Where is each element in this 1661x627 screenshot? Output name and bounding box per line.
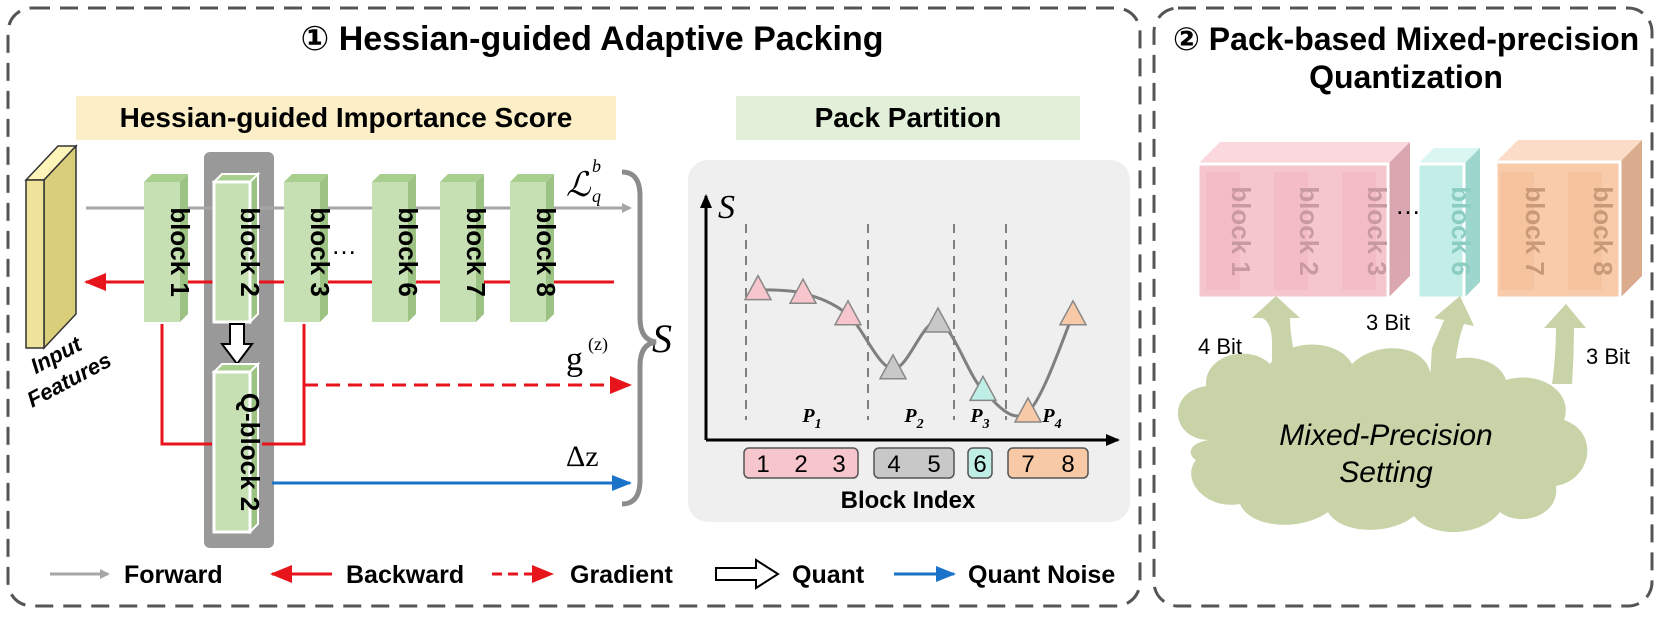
index-box xyxy=(743,447,859,479)
bit-label-1: 4 Bit xyxy=(1198,334,1242,359)
panel1-title: ① Hessian-guided Adaptive Packing xyxy=(301,20,884,58)
grad-label: g (z) xyxy=(566,334,608,378)
quant-block-2: block 2 xyxy=(1274,172,1324,290)
index-label: 7 xyxy=(1021,451,1034,478)
noise-label: Δz xyxy=(566,440,599,473)
score-point xyxy=(1013,396,1043,423)
score-point xyxy=(788,277,818,304)
index-label: 6 xyxy=(973,451,986,478)
legend-item: Quant xyxy=(715,558,865,590)
quant-block-label: block 2 xyxy=(1294,186,1324,276)
legend-item: Gradient xyxy=(492,561,673,589)
block-label: block 7 xyxy=(461,207,491,297)
block-label: block 6 xyxy=(393,207,423,297)
importance-header-bg xyxy=(76,96,616,140)
index-label: 1 xyxy=(756,451,769,478)
svg-text:(z): (z) xyxy=(588,334,608,355)
index-box xyxy=(873,447,955,479)
block-label: block 2 xyxy=(235,207,265,297)
svg-text:b: b xyxy=(592,156,601,176)
index-label: 5 xyxy=(927,451,940,478)
brace xyxy=(621,169,657,507)
panel2-border xyxy=(1152,6,1654,608)
quant-block-6: block 8 xyxy=(1568,172,1618,290)
legend-label: Forward xyxy=(124,561,223,589)
bit-label-2: 3 Bit xyxy=(1366,310,1410,335)
quant-block-4: block 6 xyxy=(1446,186,1476,276)
block1-backward-path xyxy=(160,324,212,446)
index-label: 3 xyxy=(832,451,845,478)
quant-block-label: block 1 xyxy=(1226,186,1256,276)
block-label: block 3 xyxy=(305,207,335,297)
index-box xyxy=(967,447,993,479)
block-label: block 1 xyxy=(165,207,195,297)
cloud-label-line2: Setting xyxy=(1339,456,1433,489)
panel2-title-line1: ② Pack-based Mixed-precision xyxy=(1173,21,1639,57)
block-4: block 6 xyxy=(372,174,423,322)
bit-label-3: 3 Bit xyxy=(1586,344,1630,369)
quant-arrow xyxy=(220,323,254,366)
score-point xyxy=(968,374,998,402)
qblock-label: Q-block 2 xyxy=(235,393,265,511)
svg-text:g: g xyxy=(566,341,583,378)
plot-y-label: S xyxy=(718,189,735,226)
pack-header: Pack Partition xyxy=(815,102,1002,133)
svg-text:ℒ: ℒ xyxy=(566,167,592,204)
plot-background xyxy=(688,160,1130,522)
quant-block-1: block 1 xyxy=(1206,172,1256,290)
plot-x-label: Block Index xyxy=(841,487,976,514)
legend-label: Quant xyxy=(792,561,865,589)
score-point xyxy=(833,299,863,326)
legend-item: Forward xyxy=(50,561,223,589)
score-point xyxy=(743,274,773,301)
quant-block-label: block 6 xyxy=(1446,186,1476,276)
legend-label: Backward xyxy=(346,561,464,589)
block-6: block 8 xyxy=(510,174,561,322)
score-point xyxy=(878,353,908,380)
quant-block-label: block 7 xyxy=(1520,186,1550,276)
pack-3-slab xyxy=(1416,148,1480,300)
quant-block-label: block 8 xyxy=(1588,186,1618,276)
score-point xyxy=(923,306,953,333)
cloud-label-line1: Mixed-Precision xyxy=(1279,419,1492,452)
qblock-2: Q-block 2 xyxy=(211,361,265,535)
mixed-precision-cloud xyxy=(1177,296,1588,533)
score-point xyxy=(1058,299,1088,326)
block-5: block 7 xyxy=(440,174,491,322)
legend-item: Backward xyxy=(270,561,464,589)
quantized-blocks: block 1 block 2 block 3 block 6 block 7 block… xyxy=(1196,140,1642,300)
quant-block-label: block 3 xyxy=(1362,186,1392,276)
quant-block-3: block 3 xyxy=(1342,172,1392,290)
index-box xyxy=(1007,447,1089,479)
input-features xyxy=(24,144,78,350)
block-ellipsis: … xyxy=(331,230,357,260)
svg-text:q: q xyxy=(592,186,601,206)
legend-label: Quant Noise xyxy=(968,561,1115,589)
block-3: block 3 xyxy=(284,174,335,322)
importance-header: Hessian-guided Importance Score xyxy=(120,102,573,133)
index-label: 4 xyxy=(887,451,900,478)
pack-header-bg xyxy=(736,96,1080,140)
quant-block-5: block 7 xyxy=(1500,172,1550,290)
block-1: block 1 xyxy=(144,174,195,322)
panel1-border xyxy=(6,6,1142,608)
index-label: 8 xyxy=(1061,451,1074,478)
legend: Forward Backward Gradient Quant Quant Noise xyxy=(50,558,1115,590)
p2-ellipsis: … xyxy=(1395,190,1421,220)
block-2: block 2 xyxy=(211,171,265,325)
block-label: block 8 xyxy=(531,207,561,297)
legend-label: Gradient xyxy=(570,561,673,589)
index-label: 2 xyxy=(794,451,807,478)
panel2-title-line2: Quantization xyxy=(1309,59,1503,95)
block-row: block 1 block 2 block 3 block 6 block 7 block… xyxy=(144,171,561,325)
loss-label: ℒ b q xyxy=(566,156,601,206)
legend-item: Quant Noise xyxy=(894,561,1115,589)
block3-backward-path xyxy=(262,324,306,446)
s-label: S xyxy=(652,316,672,361)
